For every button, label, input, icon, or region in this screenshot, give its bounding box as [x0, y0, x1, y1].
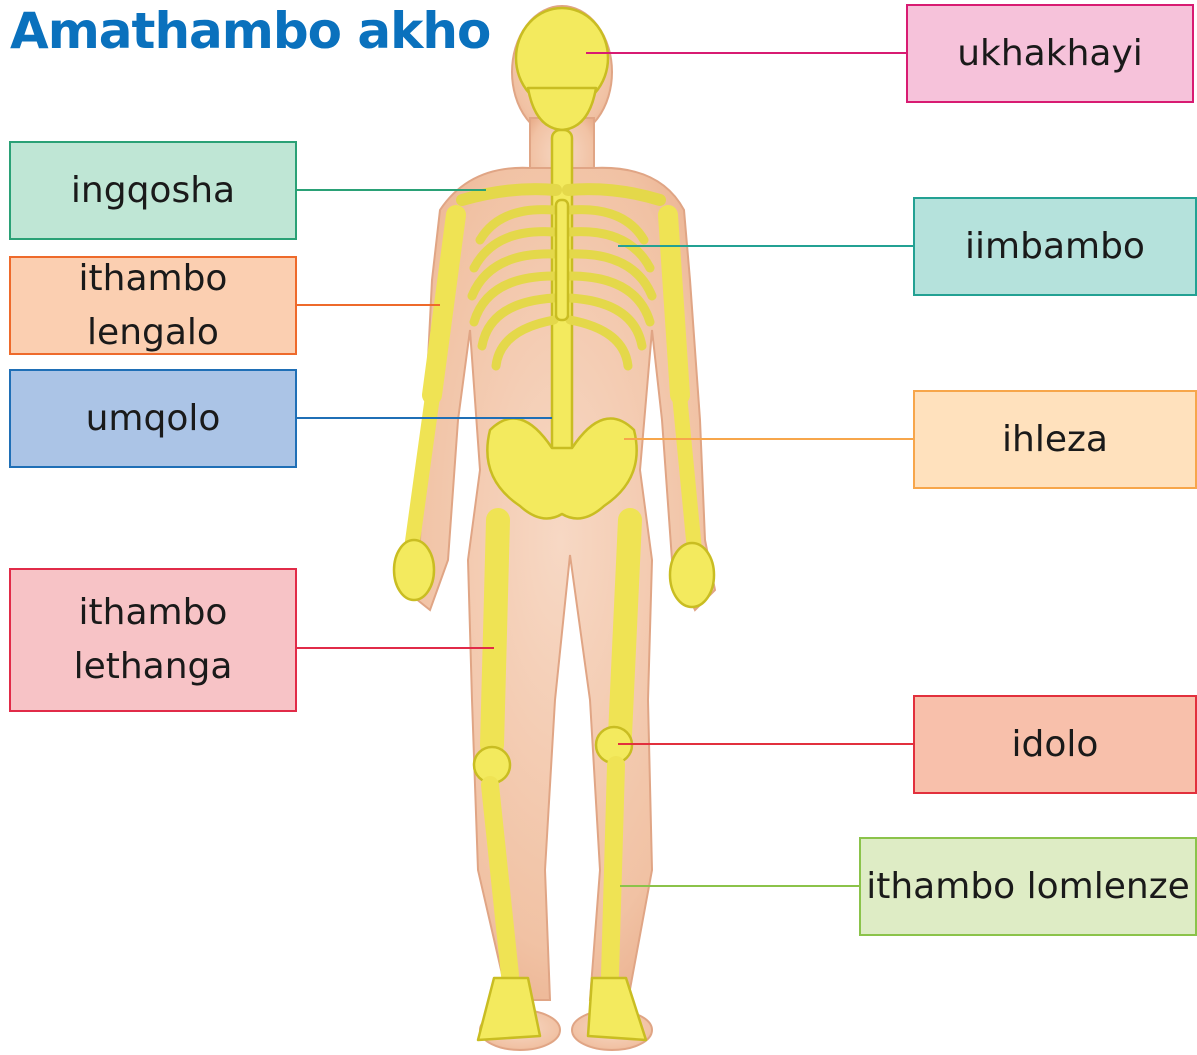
- hand-left: [394, 540, 434, 600]
- upper-arm-right: [668, 215, 680, 395]
- label-skull-text: ukhakhayi: [957, 27, 1143, 81]
- label-collarbone-text: ingqosha: [71, 164, 235, 218]
- label-thigh: ithambo lethanga: [9, 568, 297, 712]
- label-knee: idolo: [913, 695, 1197, 794]
- label-skull: ukhakhayi: [906, 4, 1194, 103]
- label-thigh-line1: ithambo: [79, 586, 228, 640]
- label-knee-text: idolo: [1012, 718, 1099, 772]
- label-hip-text: ihleza: [1002, 413, 1108, 467]
- hand-right: [670, 543, 714, 607]
- shin-right: [610, 765, 616, 975]
- label-ribs: iimbambo: [913, 197, 1197, 296]
- label-shin-text: ithambo lomlenze: [866, 860, 1190, 914]
- label-thigh-line2: lethanga: [74, 640, 233, 694]
- thigh-right: [620, 520, 630, 735]
- label-spine-text: umqolo: [86, 392, 221, 446]
- label-shin: ithambo lomlenze: [859, 837, 1197, 936]
- label-ribs-text: iimbambo: [965, 220, 1145, 274]
- foot-right: [588, 978, 646, 1040]
- label-upper-arm-text: ithambo lengalo: [11, 252, 295, 360]
- page-title: Amathambo akho: [10, 2, 490, 60]
- foot-left: [478, 978, 540, 1040]
- thigh-left: [492, 520, 498, 745]
- label-collarbone: ingqosha: [9, 141, 297, 240]
- sternum: [556, 200, 568, 320]
- label-spine: umqolo: [9, 369, 297, 468]
- label-hip: ihleza: [913, 390, 1197, 489]
- label-upper-arm: ithambo lengalo: [9, 256, 297, 355]
